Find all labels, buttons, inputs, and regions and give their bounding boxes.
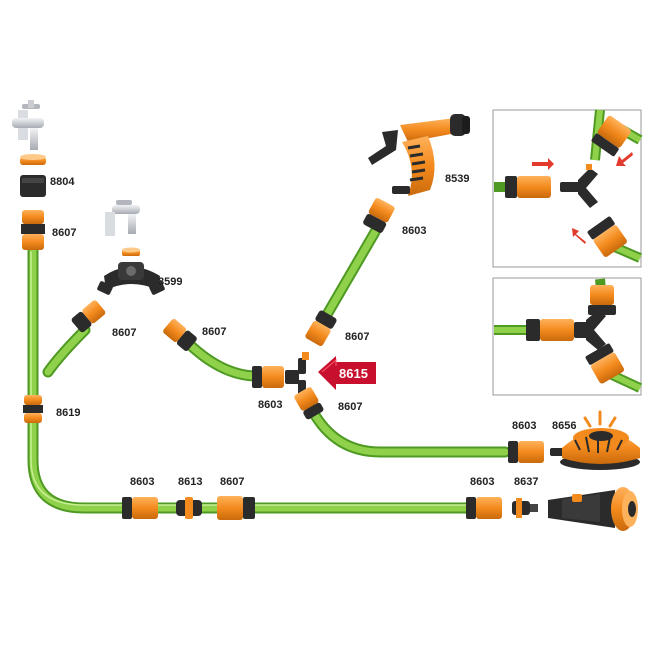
y-connector-8615: [285, 352, 309, 396]
connector-8607-bottom: [217, 496, 255, 520]
label-8599: 8599: [158, 276, 182, 288]
connector-8607-y-right: [163, 319, 197, 351]
label-8607-c: 8607: [202, 326, 226, 338]
inset2-y-piece: [574, 310, 606, 350]
connector-8607-vertical: [21, 210, 45, 250]
inset-y-disassembled: [492, 109, 643, 268]
label-8613: 8613: [178, 476, 202, 488]
label-8603-d: 8603: [130, 476, 154, 488]
hoses: [27, 226, 511, 514]
inset2-connector-left: [526, 319, 574, 341]
label-8603-a: 8603: [402, 225, 426, 237]
connector-8603-bottom-right: [466, 497, 502, 519]
red-pointer-arrow-icon: [616, 152, 633, 166]
connector-8607-y-left: [71, 300, 106, 333]
label-8603-e: 8603: [470, 476, 494, 488]
badge-8615: 8615: [339, 366, 368, 381]
inset1-connector-bottom: [587, 216, 627, 257]
connector-8603-bottom-left: [122, 497, 158, 519]
connector-8603-center: [252, 366, 284, 388]
tap-adaptor-8804: [20, 154, 46, 197]
connector-8607-up: [305, 310, 337, 347]
label-8539: 8539: [445, 173, 469, 185]
inset2-connector-bottom: [585, 343, 625, 384]
garden-tap-icon: [12, 100, 44, 150]
label-8637: 8637: [514, 476, 538, 488]
connector-8603-gun: [363, 198, 395, 233]
label-8603-b: 8603: [258, 399, 282, 411]
inset1-connector-left: [505, 176, 551, 198]
sprinkler-icon: [550, 410, 640, 470]
red-pointer-arrow-icon: [532, 158, 554, 170]
connector-8603-sprinkler: [508, 441, 544, 463]
label-8804: 8804: [50, 176, 75, 188]
red-pointer-arrow-icon: 8615: [318, 356, 376, 390]
spray-gun-icon: [368, 114, 470, 196]
inset2-connector-top: [588, 285, 616, 315]
red-pointer-arrow-icon: [572, 228, 586, 244]
connector-8607-down: [294, 387, 324, 420]
label-8656: 8656: [552, 420, 576, 432]
label-8607-d: 8607: [345, 331, 369, 343]
inset1-y-piece: [560, 164, 598, 208]
label-8607-b: 8607: [112, 327, 136, 339]
nozzle-lance-icon: [548, 487, 638, 531]
label-8607-a: 8607: [52, 227, 76, 239]
label-8607-f: 8607: [220, 476, 244, 488]
connector-8637: [512, 498, 538, 518]
label-8603-c: 8603: [512, 420, 536, 432]
garden-tap-icon: [105, 200, 140, 236]
inset-y-assembled: [492, 277, 643, 396]
y-splitter-8599: [97, 247, 165, 295]
mender-8619: [23, 395, 43, 423]
label-8619: 8619: [56, 407, 80, 419]
label-8607-e: 8607: [338, 401, 362, 413]
connector-8613: [176, 497, 202, 519]
inset1-connector-top: [591, 115, 631, 157]
